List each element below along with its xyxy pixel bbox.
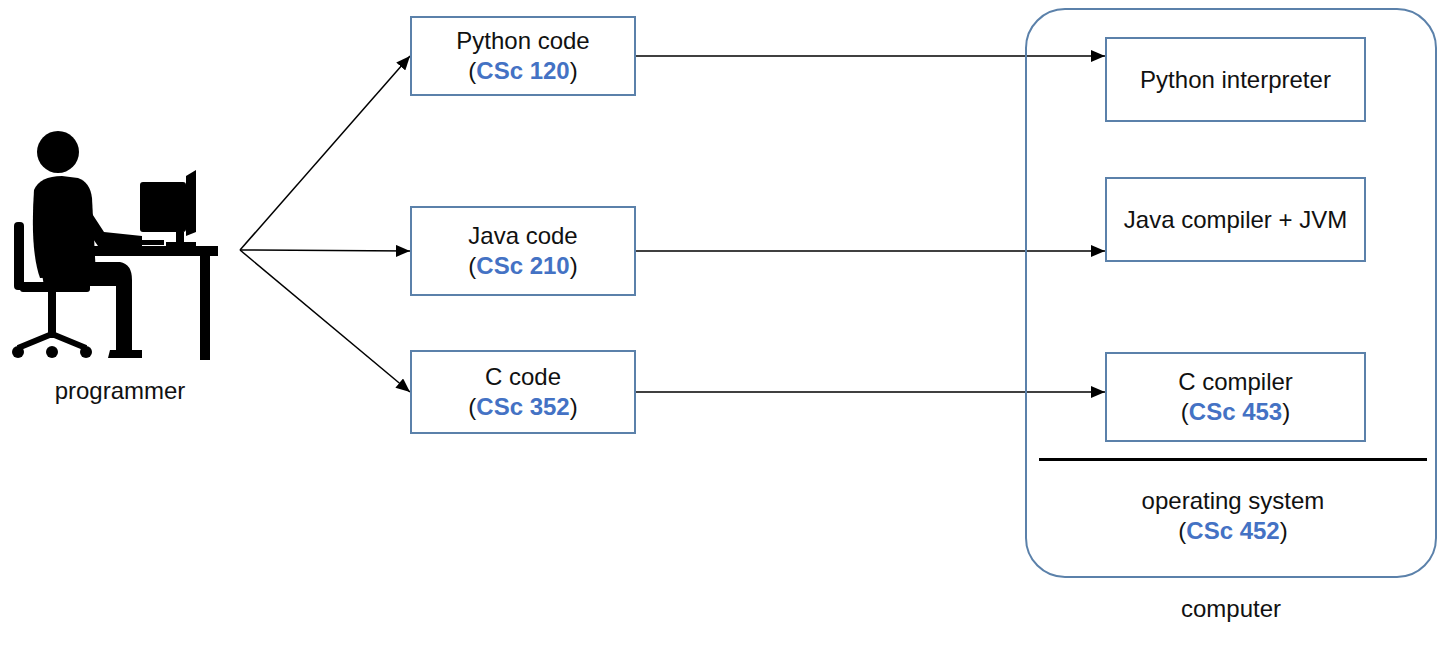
node-label: operating system — [1142, 486, 1325, 516]
node-label: Java code — [468, 221, 577, 251]
course-number: (CSc 352) — [468, 392, 577, 422]
course-number: (CSc 452) — [1178, 516, 1287, 546]
node-label: Python interpreter — [1140, 65, 1331, 95]
programmer-illustration — [0, 120, 240, 380]
computer-frame: computerPython interpreterJava compiler … — [1025, 8, 1437, 578]
flow-arrow — [636, 391, 1105, 393]
course-number: (CSc 120) — [468, 56, 577, 86]
node-label: C compiler — [1178, 367, 1293, 397]
node-label: Java compiler + JVM — [1124, 205, 1347, 235]
tool-box: Java compiler + JVM — [1105, 177, 1366, 262]
source-code-box: C code(CSc 352) — [410, 350, 636, 434]
flow-arrow — [636, 250, 1105, 252]
source-code-box: Java code(CSc 210) — [410, 206, 636, 296]
programmer-figure: programmer — [0, 130, 240, 410]
node-label: C code — [485, 362, 561, 392]
course-number: (CSc 453) — [1181, 397, 1290, 427]
flow-arrow — [240, 250, 410, 251]
course-number: (CSc 210) — [468, 251, 577, 281]
node-label: computer — [1027, 594, 1435, 624]
tool-box: Python interpreter — [1105, 37, 1366, 122]
os-region: operating system(CSc 452) — [1039, 458, 1427, 570]
flow-arrow — [240, 56, 410, 250]
source-code-box: Python code(CSc 120) — [410, 16, 636, 96]
flow-arrow — [636, 55, 1105, 57]
flow-arrow — [240, 250, 410, 392]
tool-box: C compiler(CSc 453) — [1105, 352, 1366, 442]
node-label: Python code — [456, 26, 589, 56]
node-label: programmer — [55, 376, 186, 406]
